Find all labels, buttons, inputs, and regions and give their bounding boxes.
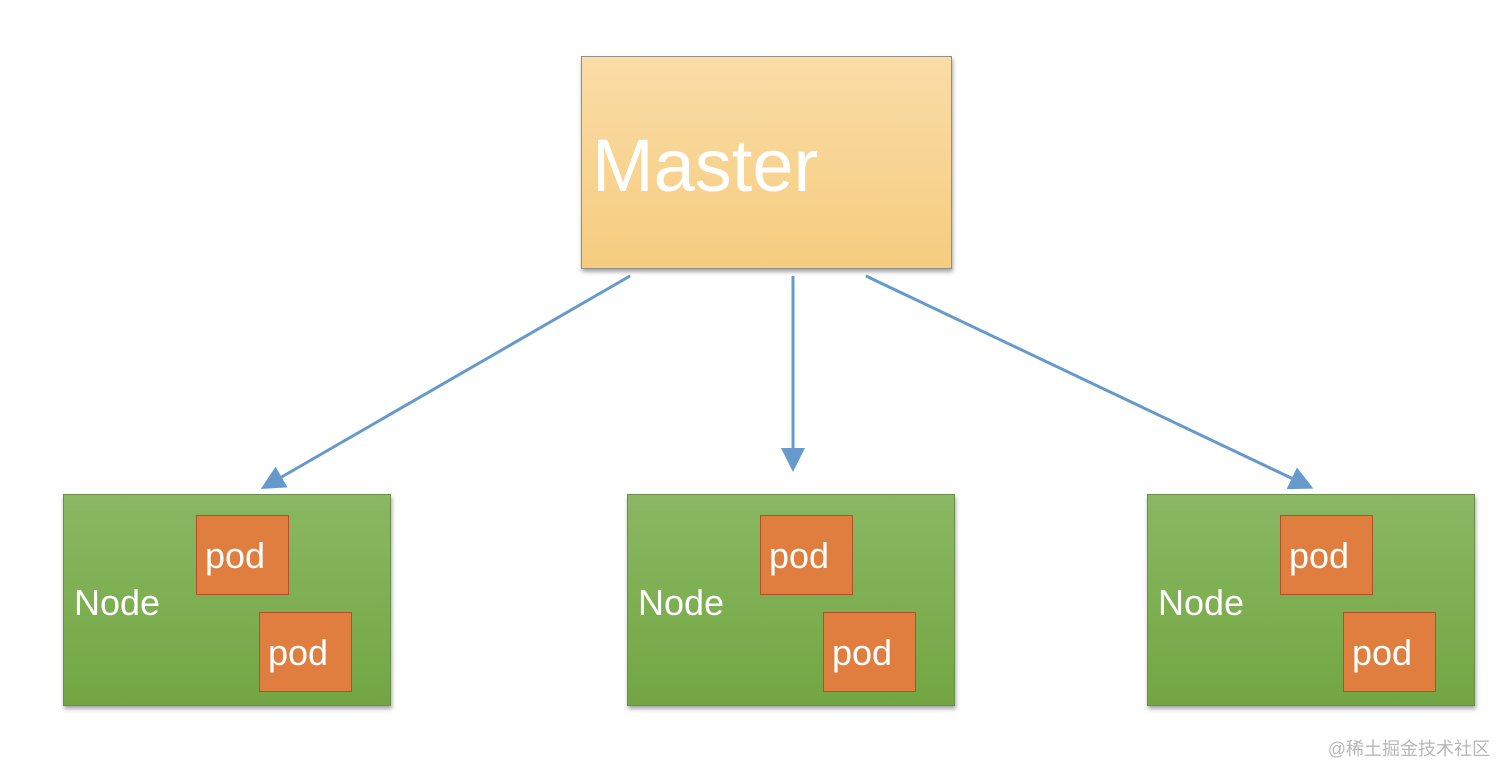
node-box-3: Node pod pod	[1147, 494, 1475, 706]
arrow-master-to-node-3	[865, 274, 1314, 490]
pod-label: pod	[832, 632, 893, 673]
pod-label: pod	[268, 632, 329, 673]
pod-box: pod	[196, 515, 289, 595]
pod-label: pod	[1289, 535, 1350, 576]
master-box: Master	[581, 56, 952, 269]
node-label: Node	[638, 582, 725, 623]
pod-box: pod	[259, 612, 352, 692]
pod-label: pod	[769, 535, 830, 576]
pod-box: pod	[1280, 515, 1373, 595]
node-box-2: Node pod pod	[627, 494, 955, 706]
node-label: Node	[74, 582, 161, 623]
node-label: Node	[1158, 582, 1245, 623]
arrow-master-to-node-1	[260, 274, 631, 489]
watermark: @稀土掘金技术社区	[1327, 739, 1490, 759]
pod-label: pod	[1352, 632, 1413, 673]
pod-box: pod	[823, 612, 916, 692]
master-label: Master	[592, 124, 819, 207]
node-box-1: Node pod pod	[63, 494, 391, 706]
pod-box: pod	[760, 515, 853, 595]
pod-box: pod	[1343, 612, 1436, 692]
pod-label: pod	[205, 535, 266, 576]
